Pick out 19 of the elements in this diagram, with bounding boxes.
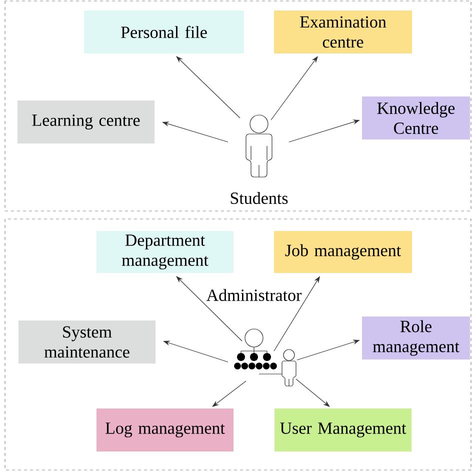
icon-caption: Students [230,192,288,204]
arrow [270,56,318,120]
text-box: Department management [96,231,234,273]
arrow [296,378,330,407]
text-box: User Management [274,408,412,452]
text-box: System maintenance [18,320,156,364]
arrow [176,276,242,342]
text-box: Examination centre [274,10,412,54]
caption-text: Administrator [206,289,302,301]
text-box: Role management [362,316,470,360]
arrow [274,276,320,352]
text-box: Personal file [84,10,244,54]
text-box: Learning centre [18,100,154,144]
arrow [212,380,246,407]
text-box: Knowledge Centre [362,96,470,140]
arrow [176,56,240,118]
text-box: Log management [96,408,234,452]
text-box: Job management [274,231,412,273]
org-chart-icon [234,328,296,386]
